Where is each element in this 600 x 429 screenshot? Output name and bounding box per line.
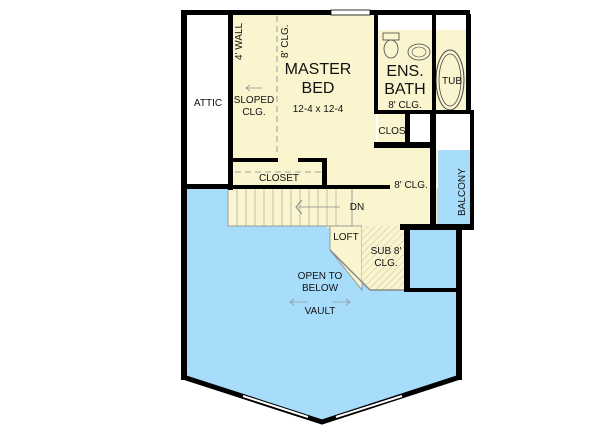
clos-room — [378, 114, 410, 146]
sloped-label: SLOPED — [234, 95, 275, 106]
hall-ceiling: 8' CLG. — [394, 180, 428, 191]
sink-icon — [407, 43, 431, 61]
tub-area — [432, 30, 468, 112]
loft-label: LOFT — [333, 232, 359, 243]
master-bed-title: MASTER — [285, 61, 352, 78]
closet-label: CLOSET — [259, 173, 299, 184]
attic-label: ATTIC — [194, 98, 222, 109]
tub-label: TUB — [442, 76, 462, 87]
open-label: OPEN TO — [298, 271, 343, 282]
vault-label: VAULT — [305, 306, 336, 317]
balcony-label: BALCONY — [457, 168, 468, 216]
wall-note: 4' WALL — [234, 22, 245, 60]
stairs-label: DN — [350, 202, 364, 213]
sub-label2: CLG. — [374, 258, 397, 269]
master-bed-size: 12-4 x 12-4 — [293, 104, 344, 115]
sloped-label2: CLG. — [242, 107, 265, 118]
ens-bath-room — [378, 30, 432, 112]
arrow-right-icon — [345, 298, 351, 306]
sub-label: SUB 8' — [371, 246, 402, 257]
ens-bath-title: ENS. — [386, 63, 423, 80]
balcony-area — [438, 150, 470, 224]
stair-arrow-icon — [295, 199, 303, 215]
clos-label: CLOS — [378, 126, 406, 137]
closet-room — [233, 162, 327, 186]
ceiling-note: 8' CLG. — [280, 24, 291, 58]
sloped-arrow-icon — [245, 84, 251, 92]
open-label2: BELOW — [302, 283, 339, 294]
master-bed-title2: BED — [302, 80, 335, 97]
attic-room — [187, 14, 231, 184]
ens-bath-title2: BATH — [384, 81, 425, 98]
toilet-icon — [383, 39, 399, 59]
ens-bath-ceiling: 8' CLG. — [388, 100, 422, 111]
arrow-left-icon — [289, 298, 295, 306]
